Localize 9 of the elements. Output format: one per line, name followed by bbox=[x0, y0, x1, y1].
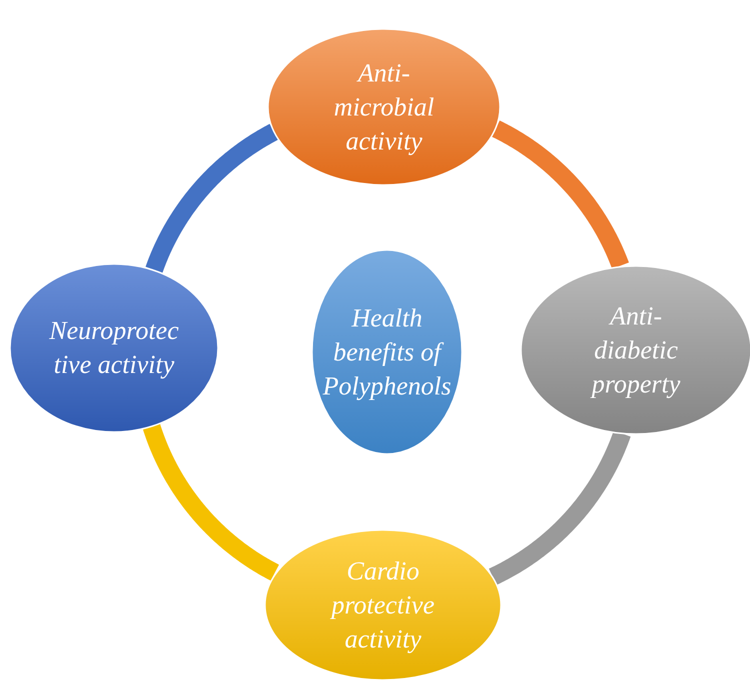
ellipse-node bbox=[312, 250, 462, 454]
node-label: Anti- diabetic property bbox=[589, 300, 682, 400]
node-label: Health benefits of Polyphenols bbox=[322, 302, 452, 402]
ellipse-node bbox=[10, 264, 218, 432]
node-label: Cardio protective activity bbox=[329, 555, 436, 656]
ellipse-node bbox=[265, 530, 501, 680]
node-label: Neuroprotec tive activity bbox=[48, 315, 180, 381]
node-label: Anti- microbial activity bbox=[332, 57, 436, 158]
ellipse-node bbox=[268, 29, 500, 185]
